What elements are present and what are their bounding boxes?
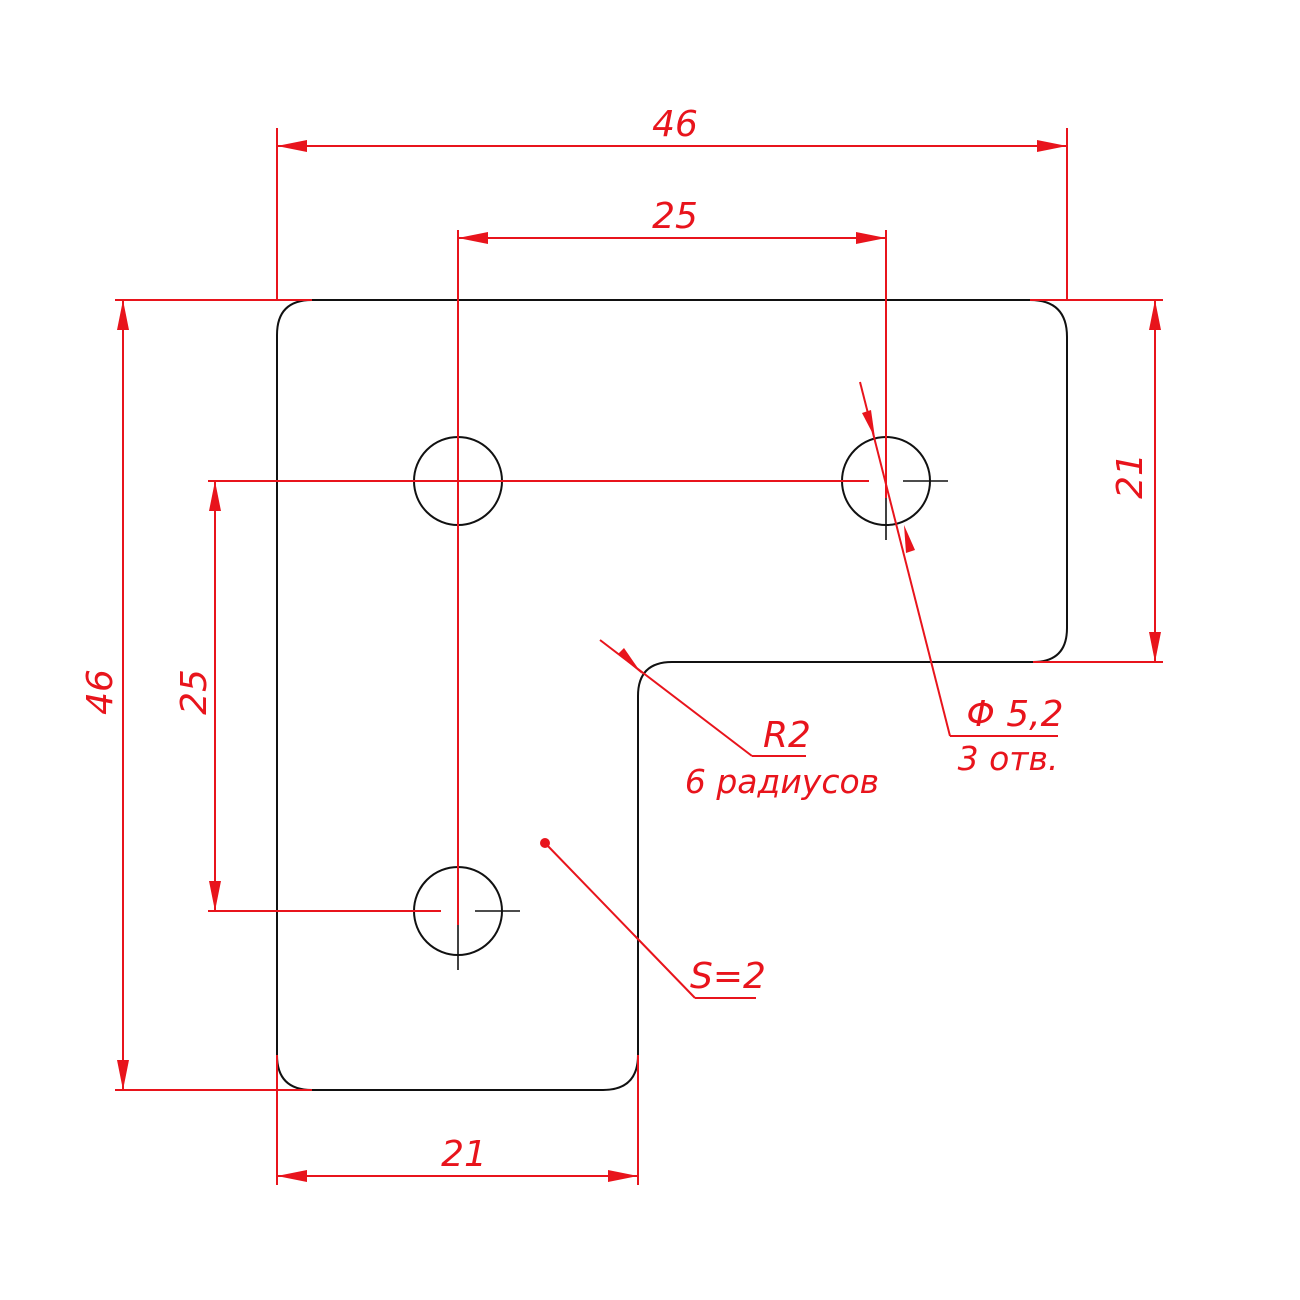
dim-right-leg-height-label: 21 — [1110, 453, 1151, 499]
leader-dot — [540, 838, 550, 848]
leader-lines — [540, 381, 1058, 999]
dim-hole-spacing-y-label: 25 — [174, 669, 215, 715]
radius-count-note: 6 радиусов — [685, 762, 879, 801]
extension-lines — [115, 128, 1163, 1185]
hole-count-note: 3 отв. — [958, 739, 1059, 778]
dim-overall-width-label: 46 — [652, 104, 698, 145]
dim-hole-spacing-x-label: 25 — [652, 196, 698, 237]
dimension-arrows — [117, 140, 1161, 1182]
thickness-note: S=2 — [690, 956, 766, 997]
dimension-lines — [122, 145, 1156, 1177]
center-marks — [457, 480, 948, 970]
dim-overall-height-label: 46 — [80, 669, 121, 715]
dim-bottom-leg-width-label: 21 — [441, 1134, 487, 1175]
radius-note: R2 — [763, 715, 811, 756]
hole-diameter-note: Φ 5,2 — [966, 694, 1063, 735]
